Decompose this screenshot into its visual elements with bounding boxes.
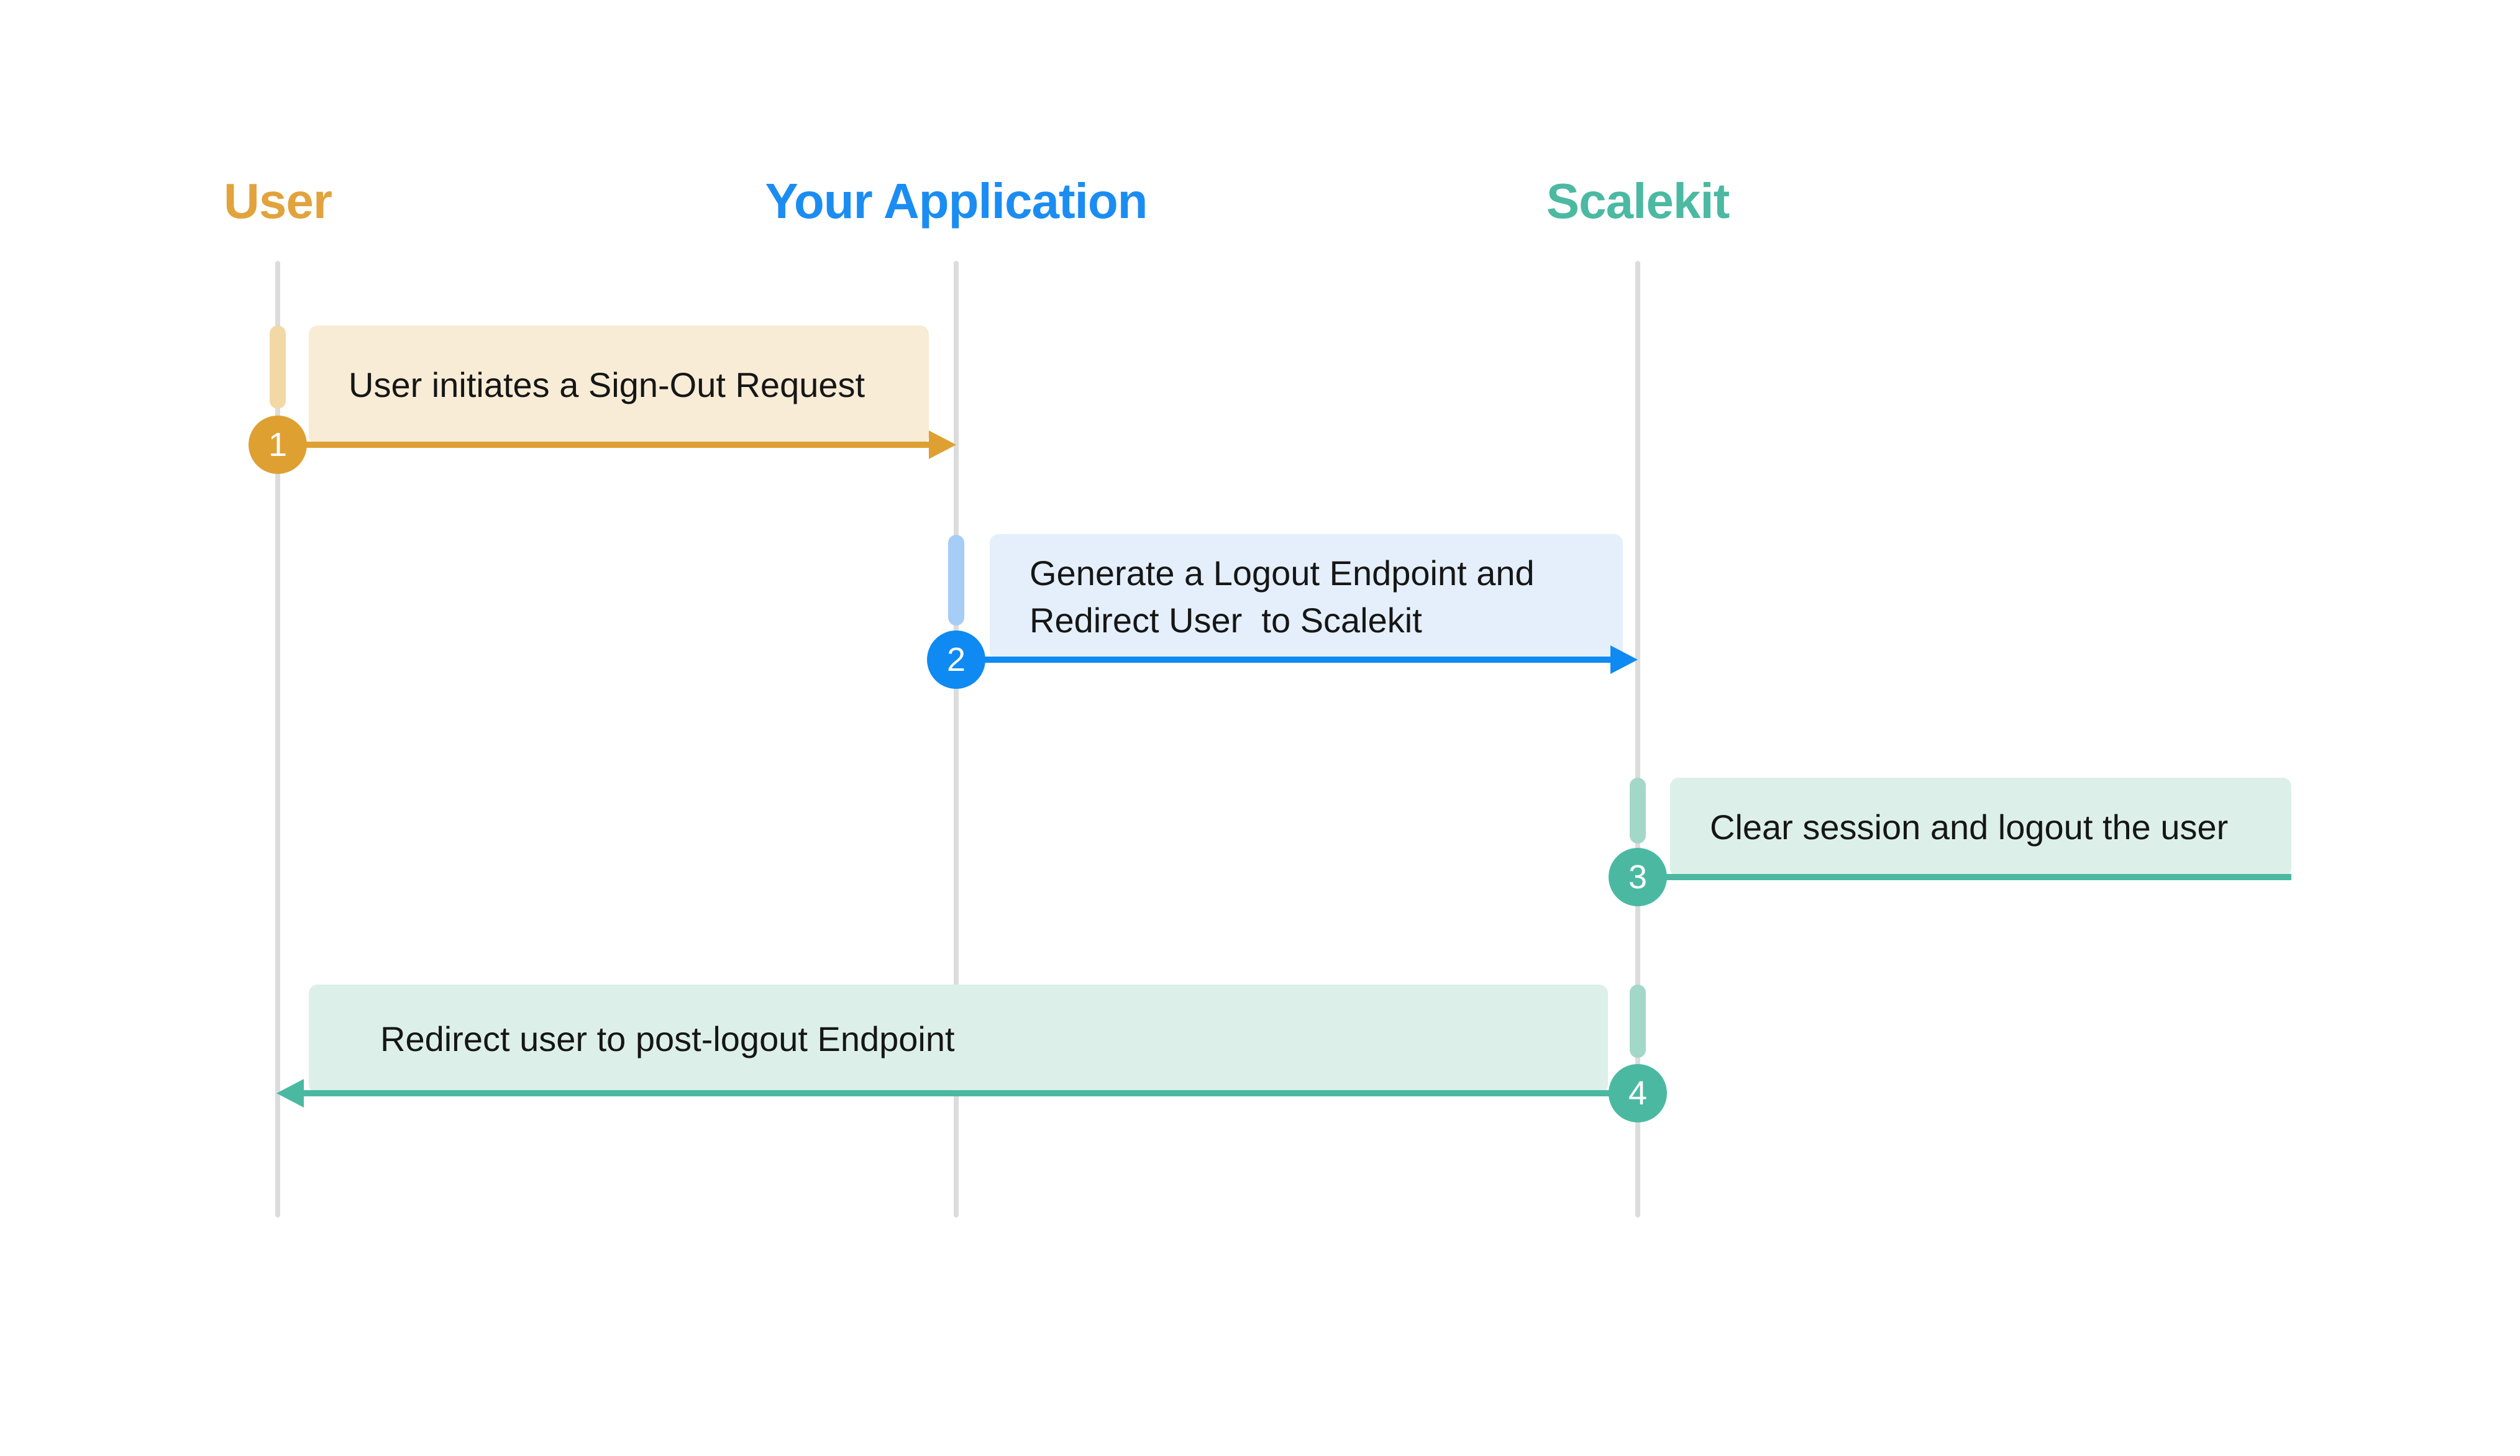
step-3-label: Clear session and logout the user [1710, 808, 2229, 847]
step-3-activation-bar [1630, 778, 1646, 844]
step-1-activation-bar [270, 325, 286, 409]
actor-header-your-application: Your Application [765, 173, 1148, 229]
step-4-arrowhead-left-icon [276, 1079, 304, 1108]
step-2-label-line-2: Redirect User to Scalekit [1029, 601, 1422, 640]
step-4-label: Redirect user to post-logout Endpoint [380, 1019, 955, 1058]
actor-header-user: User [224, 173, 332, 229]
step-2-message-box: Generate a Logout Endpoint and Redirect … [990, 534, 1623, 660]
step-3-message-box: Clear session and logout the user [1670, 778, 2291, 877]
step-1-badge: 1 [249, 416, 307, 474]
step-1-arrow-line [278, 442, 929, 448]
step-4-badge: 4 [1609, 1064, 1667, 1122]
lifeline-your-application [954, 261, 959, 1217]
step-2-label-line-1: Generate a Logout Endpoint and [1029, 553, 1535, 593]
step-3-self-line [1638, 874, 2291, 880]
lifeline-user [275, 261, 280, 1217]
step-4-message-box: Redirect user to post-logout Endpoint [309, 985, 1608, 1093]
step-2-badge: 2 [927, 630, 985, 689]
step-3-badge: 3 [1609, 848, 1667, 906]
step-2-arrowhead-right-icon [1610, 645, 1638, 674]
step-4-arrow-line [304, 1090, 1638, 1096]
step-1-arrowhead-right-icon [929, 430, 956, 459]
step-2-arrow-line [956, 657, 1610, 663]
step-2-activation-bar [948, 535, 964, 626]
step-1-label: User initiates a Sign-Out Request [349, 365, 865, 404]
step-4-activation-bar [1630, 985, 1646, 1058]
lifeline-scalekit [1635, 261, 1640, 1217]
step-1-message-box: User initiates a Sign-Out Request [309, 325, 929, 445]
actor-header-scalekit: Scalekit [1546, 173, 1730, 229]
